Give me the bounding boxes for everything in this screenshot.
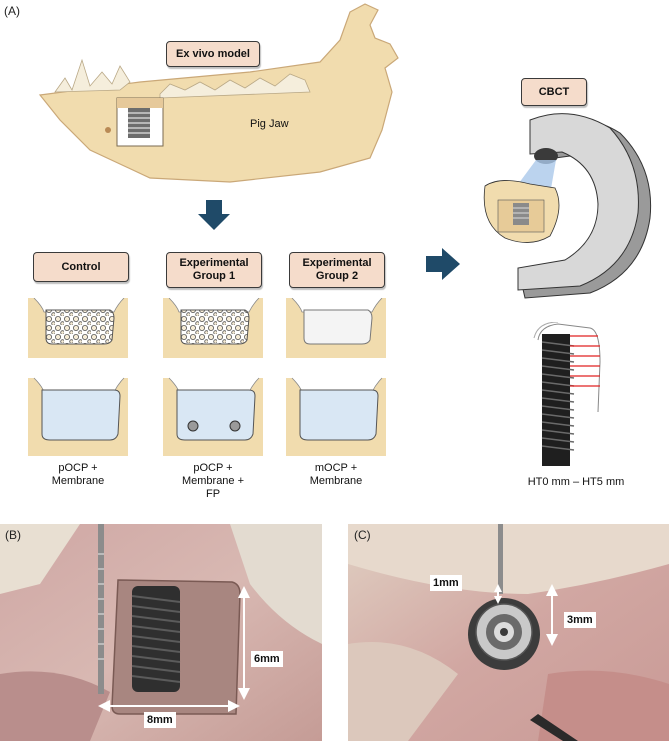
panel-b-label: (B) [5, 528, 21, 542]
group-experimental-2-caption-line2: Membrane [309, 475, 363, 488]
photo-c-height-label: 3mm [564, 612, 596, 628]
group-illustrations [28, 298, 386, 456]
group1-membrane-with-fp [163, 377, 263, 456]
group-experimental-2-title: Experimental Group 2 [289, 252, 385, 288]
group-experimental-1-title-line1: Experimental [179, 257, 249, 270]
group-experimental-2-title-line2: Group 2 [315, 270, 359, 282]
photo-b-depth-label: 6mm [251, 651, 283, 667]
control-granule-graft [28, 298, 128, 358]
cbct-scanner-illustration [483, 113, 652, 299]
pig-jaw-illustration [38, 3, 399, 183]
ex-vivo-model-label: Ex vivo model [166, 41, 260, 67]
photo-c-gap-label: 1mm [430, 575, 462, 591]
group-experimental-2-caption: mOCP + Membrane [286, 462, 386, 488]
pig-jaw-label: Pig Jaw [250, 118, 289, 130]
cbct-label: CBCT [521, 78, 587, 106]
implant-ht-caption: HT0 mm – HT5 mm [527, 476, 625, 488]
right-arrow-icon [426, 248, 460, 280]
group-experimental-1-title: Experimental Group 1 [166, 252, 262, 288]
group1-granule-graft [163, 298, 263, 358]
down-arrow-icon [198, 200, 230, 230]
photo-b-width-label: 8mm [144, 712, 176, 728]
photo-c-implant-top [348, 524, 669, 741]
group-experimental-1-caption-line2: Membrane + [181, 475, 245, 488]
group-control-title: Control [33, 252, 129, 282]
control-membrane [28, 377, 128, 456]
implant-thread-measurement [533, 322, 601, 466]
panel-a-label: (A) [4, 4, 20, 18]
group-experimental-1-caption-line3: FP [205, 488, 221, 501]
photo-b-defect [0, 524, 322, 741]
group2-membrane [286, 377, 386, 456]
group-control-caption-line2: Membrane [51, 475, 105, 488]
group-experimental-1-caption-line1: pOCP + [193, 462, 233, 474]
group-experimental-1-title-line2: Group 1 [192, 270, 236, 282]
panel-c-label: (C) [354, 528, 371, 542]
group-experimental-2-caption-line1: mOCP + [314, 462, 358, 474]
group-experimental-2-title-line1: Experimental [302, 257, 372, 270]
group-control-caption: pOCP + Membrane [28, 462, 128, 488]
group2-paste-graft [286, 298, 386, 358]
group-experimental-1-caption: pOCP + Membrane + FP [163, 462, 263, 502]
group-control-caption-line1: pOCP + [58, 462, 98, 474]
